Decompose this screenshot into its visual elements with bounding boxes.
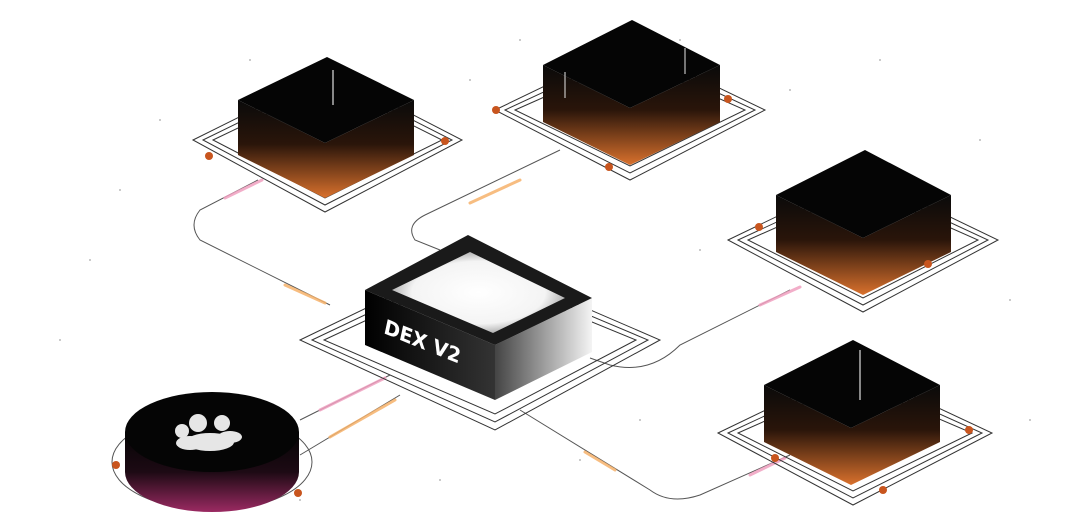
hub-dex-v2: DEX V2 [298,235,662,431]
hub-glow-panel [392,252,565,333]
hub-side-left [365,290,495,400]
node-dot [724,95,732,103]
node-side-left [776,195,863,295]
node-top-face [764,340,940,428]
node-top-face [776,150,951,238]
users-icon [175,414,242,451]
link-right-upper [589,289,791,368]
node-dot [605,163,613,171]
node-dot [965,426,973,434]
link-right-lower [519,409,791,500]
node-dot [771,454,779,462]
node-side-right [325,100,414,198]
node-side-left [764,385,851,485]
node-top-middle [492,20,767,181]
user-pool [111,392,313,512]
node-side-right [863,195,951,295]
node-dot [755,223,763,231]
hub-side-right [495,298,592,400]
node-dot [924,260,932,268]
node-right-lower [716,340,994,506]
connection-glows [223,178,802,477]
link-top-left [193,179,331,306]
node-dot [441,137,449,145]
link-top-middle [411,149,561,251]
node-top-face [543,20,720,108]
user-pool-top [125,392,299,472]
node-dot [205,152,213,160]
background-speckles [59,39,1031,501]
node-dot [879,486,887,494]
node-side-right [630,65,720,165]
node-right-upper [726,150,1000,313]
node-side-left [238,100,325,198]
node-dot [492,106,500,114]
node-side-right [851,385,940,485]
user-pool-dot [112,461,120,469]
user-pool-dot [294,489,302,497]
node-top-left [191,57,464,213]
node-top-face [238,57,414,143]
